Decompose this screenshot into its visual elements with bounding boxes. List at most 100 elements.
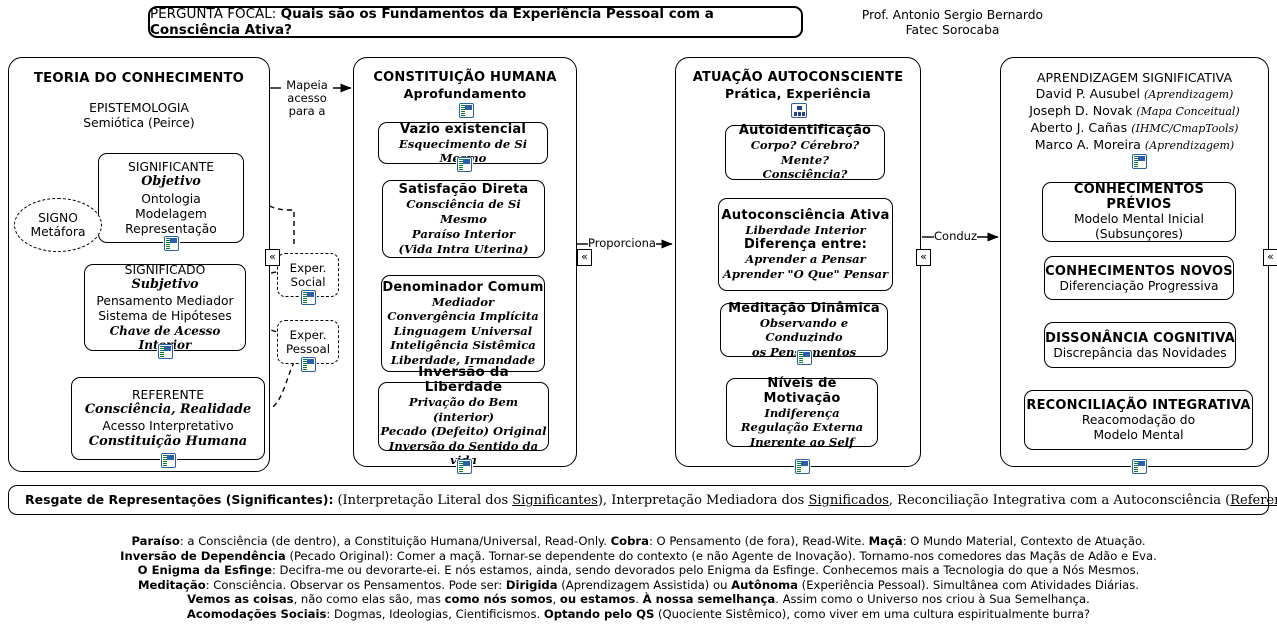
box-significado[interactable]: SIGNIFICADO Subjetivo Pensamento Mediado… [84,263,246,352]
footer-emphasis: ou estamos [559,592,636,607]
label-mapeia-l3: para a [288,104,326,118]
resgate-p1: (Interpretação Literal dos [337,493,513,508]
document-icon[interactable] [158,344,173,359]
dissonancia-title: DISSONÂNCIA COGNITIVA [1045,330,1235,346]
vazio-doc-icon-wrap[interactable] [456,157,473,172]
footer-emphasis: Dirigida [505,577,558,592]
denominador-script-1: Convergência Implícita [387,309,539,324]
previos-title: CONHECIMENTOS PRÉVIOS [1073,182,1205,212]
col2-footer-doc-icon-wrap[interactable] [456,459,473,474]
box-inversao-da-liberdade[interactable]: Inversão da Liberdade Privação do Bem (i… [378,365,549,467]
significante-doc-icon-wrap[interactable] [163,236,180,251]
col3-subtitle: Prática, Experiência [724,86,871,101]
document-icon[interactable] [457,459,472,474]
col1-subtitle-2: Semiótica (Peirce) [83,116,195,130]
chevron-left-col2[interactable]: « [577,249,592,266]
previos-line-1: (Subsunçores) [1094,227,1184,241]
referente-script: Consciência, Realidade [84,402,252,417]
significante-line-1: Modelagem [135,206,207,221]
label-mapeia: Mapeia acesso para a [281,79,333,118]
niveis-script-2: Inerente ao Self [749,434,855,449]
document-icon[interactable] [795,459,810,474]
vazio-title: Vazio existencial [399,121,527,137]
exper-social-doc-icon-wrap[interactable] [300,290,317,305]
document-icon[interactable] [797,350,812,365]
denominador-script-2: Linguagem Universal [393,323,533,338]
footer-text: , [552,592,560,607]
exper-pessoal-doc-icon-wrap[interactable] [300,357,317,372]
niveis-title: Níveis de Motivação [763,375,841,406]
footer-text: (Pecado Original): Comer a maçã. Tornar-… [285,548,1157,563]
col3-footer-doc-icon-wrap[interactable] [794,459,811,474]
document-icon[interactable] [301,357,316,372]
autocons-title2: Diferença entre: [743,236,868,252]
box-autoconsciencia-ativa[interactable]: Autoconsciência Ativa Liberdade Interior… [718,198,893,291]
box-conhecimentos-previos[interactable]: CONHECIMENTOS PRÉVIOS Modelo Mental Inic… [1042,182,1236,242]
document-icon[interactable] [161,453,176,468]
footer-notes: Paraíso: a Consciência (de dentro), a Co… [0,534,1277,622]
footer-emphasis: Vemos as coisas [187,592,294,607]
col2-header-doc-icon-wrap[interactable] [458,103,475,118]
referente-doc-icon-wrap[interactable] [160,453,177,468]
novos-line-0: Diferenciação Progressiva [1059,278,1219,293]
meditacao-script-0: Observando e Conduzindo [759,315,849,345]
footer-line: Inversão de Dependência (Pecado Original… [0,549,1277,564]
author-note: (Aprendizagem) [1144,88,1234,101]
niveis-script-1: Regulação Externa [740,420,864,435]
resgate-bold: Resgate de Representações (Significantes… [25,492,334,507]
focal-question: Quais são os Fundamentos da Experiência … [150,6,714,38]
document-icon[interactable] [457,157,472,172]
box-dissonancia-cognitiva[interactable]: DISSONÂNCIA COGNITIVA Discrepância das N… [1044,322,1236,368]
footer-text: . Assim como o Universo nos criou à Sua … [775,592,1090,607]
box-autoidentificacao[interactable]: Autoidentificação Corpo? Cérebro? Mente?… [725,123,885,181]
author-name: David P. Ausubel [1035,86,1141,101]
box-referente[interactable]: REFERENTE Consciência, Realidade Acesso … [71,377,265,460]
footer-emphasis: À nossa semelhança [642,592,776,607]
focal-question-text: PERGUNTA FOCAL: Quais são os Fundamentos… [150,6,801,38]
footer-text: : Dogmas, Ideologias, Cientificismos. [326,606,544,621]
box-niveis-de-motivacao[interactable]: Níveis de Motivação Indiferença Regulaçã… [726,375,878,449]
footer-text: : Consciência. Observar os Pensamentos. … [205,577,506,592]
author-name: Joseph D. Novak [1029,103,1133,118]
document-icon[interactable] [164,236,179,251]
referente-title: REFERENTE [132,388,204,402]
box-denominador-comum[interactable]: Denominador Comum Mediador Convergência … [381,275,545,372]
box-exper-pessoal[interactable]: Exper. Pessoal [277,320,339,364]
author-note: (Aprendizagem) [1144,139,1235,152]
significado-doc-icon-wrap[interactable] [157,344,174,359]
label-mapeia-l1: Mapeia [286,78,328,92]
footer-text: : Decifra-me ou devorarte-ei. E nós esta… [271,563,1140,578]
chevron-left-col1[interactable]: « [265,249,280,266]
box-conhecimentos-novos[interactable]: CONHECIMENTOS NOVOS Diferenciação Progre… [1044,256,1234,300]
document-icon[interactable] [1132,459,1147,474]
document-icon[interactable] [459,103,474,118]
exper-social-l1: Exper. [289,261,327,275]
tree-icon[interactable] [791,103,807,118]
meditacao-doc-icon-wrap[interactable] [796,350,813,365]
box-satisfacao-direta[interactable]: Satisfação Direta Consciência de Si Mesm… [382,180,545,258]
resgate-u1: Significantes [512,493,598,508]
col4-header-doc-icon-wrap[interactable] [1131,154,1148,169]
reconciliacao-line-1: Modelo Mental [1093,427,1184,442]
footer-text: (Experiência Pessoal). Simultânea com At… [798,577,1139,592]
satisfacao-script-0: Consciência de Si Mesmo [406,196,521,226]
footer-line: O Enigma da Esfinge: Decifra-me ou devor… [0,563,1277,578]
box-exper-social[interactable]: Exper. Social [277,253,339,297]
autoident-title: Autoidentificação [738,123,872,139]
chevron-left-col4[interactable]: « [1263,249,1277,266]
footer-line: Vemos as coisas, não como elas são, mas … [0,592,1277,607]
col4-title: APRENDIZAGEM SIGNIFICATIVA [1036,70,1233,85]
footer-emphasis: Autônoma [731,577,798,592]
significante-script: Objetivo [141,173,201,189]
col4-footer-doc-icon-wrap[interactable] [1131,459,1148,474]
footer-emphasis: Meditação [137,577,206,592]
col4-authors: David P. Ausubel (Aprendizagem) Joseph D… [1000,86,1269,154]
signo-ellipse[interactable]: SIGNO Metáfora [14,198,102,252]
box-reconciliacao-integrativa[interactable]: RECONCILIAÇÃO INTEGRATIVA Reacomodação d… [1024,390,1253,450]
document-icon[interactable] [301,290,316,305]
document-icon[interactable] [1132,154,1147,169]
box-significante[interactable]: SIGNIFICANTE Objetivo Ontologia Modelage… [98,153,244,243]
box-meditacao-dinamica[interactable]: Meditação Dinâmica Observando e Conduzin… [720,301,888,359]
col3-header-tree-icon-wrap[interactable] [790,103,808,118]
chevron-left-col3[interactable]: « [916,249,931,266]
